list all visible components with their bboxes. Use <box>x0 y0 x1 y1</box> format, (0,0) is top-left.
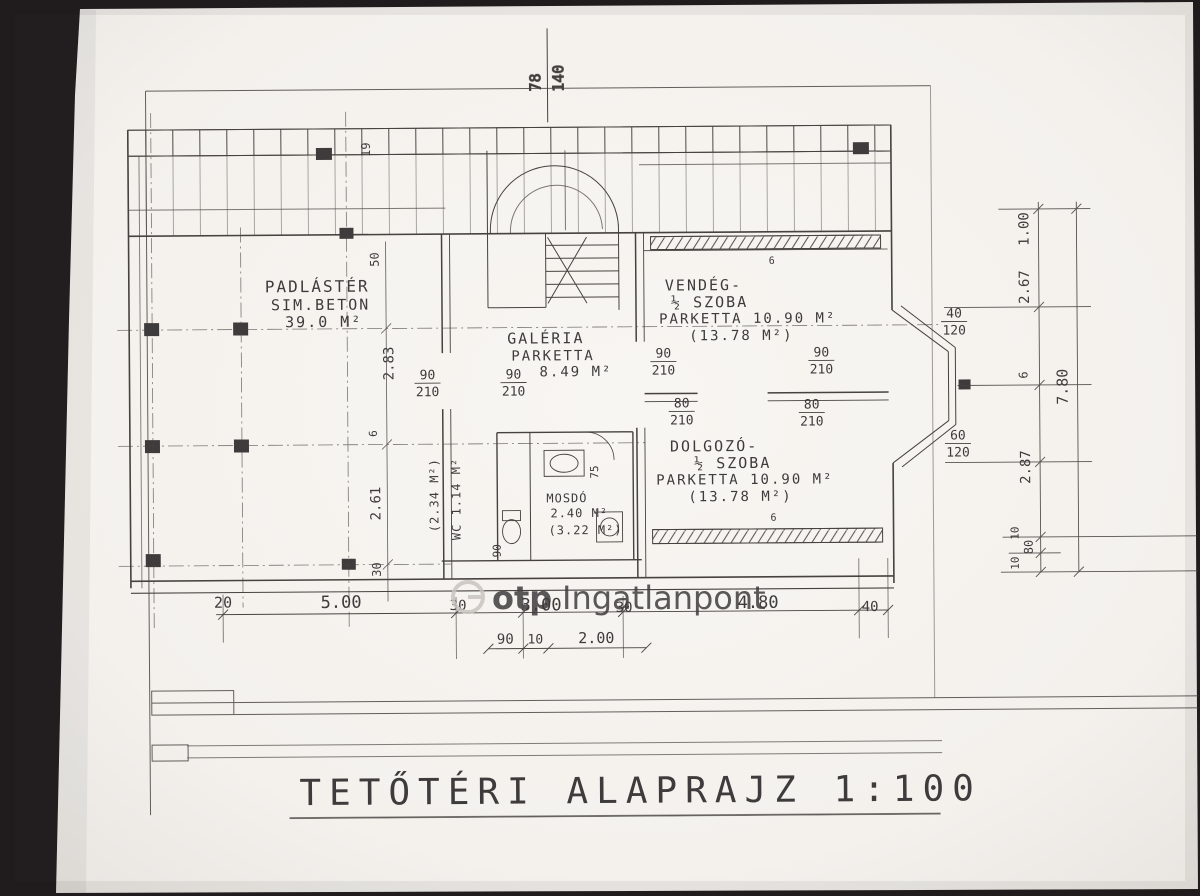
watermark-logo-icon <box>451 580 485 614</box>
dim-left-283: 2.83 <box>381 347 397 381</box>
plan-title: TETŐTÉRI ALAPRAJZ 1:100 <box>299 767 982 814</box>
door-dim-h: 210 <box>670 413 694 428</box>
dim-left-30: 30 <box>370 562 384 577</box>
dim-right-267: 2.67 <box>1017 270 1033 304</box>
structural-posts <box>144 142 869 570</box>
dim-bottom-40: 40 <box>862 599 879 615</box>
staircase <box>486 150 620 310</box>
room-label-padlaster-2: SIM.BETON <box>271 296 370 315</box>
dim-misc-75: 75 <box>588 465 601 478</box>
left-inner-dimension-labels: 50 2.83 6 2.61 30 19 75 90 6 6 <box>359 142 777 577</box>
door-dim-w: 80 <box>804 397 820 412</box>
dim-bottom-90: 90 <box>497 632 514 648</box>
room-label-galeria-2: PARKETTA <box>511 348 595 365</box>
right-dimension-labels: 1.00 2.67 6 2.87 10 80 10 7.80 <box>1009 212 1072 570</box>
dim-left-261: 2.61 <box>368 487 384 521</box>
interior-walls <box>440 232 889 580</box>
bottom-dimension-labels: 20 5.00 30 3.00 30 4.80 40 90 10 2.00 <box>214 593 879 648</box>
dim-left-50: 50 <box>368 252 382 267</box>
dim-right-287: 2.87 <box>1018 450 1034 484</box>
dim-bottom-500: 5.00 <box>321 593 362 613</box>
room-label-mosdo-3: (3.22 M²) <box>549 523 623 538</box>
top-dimension: 78 140 <box>526 28 568 123</box>
room-label-padlaster-1: PADLÁSTÉR <box>265 277 370 297</box>
door-dim-w: 80 <box>674 396 690 411</box>
room-label-vendeg-2: ½ SZOBA <box>671 293 748 312</box>
room-label-mosdo-2: 2.40 M² <box>550 506 608 520</box>
door-dim-h: 210 <box>416 385 440 400</box>
opening-dimensions: 90 210 90 210 90 210 90 210 80 210 80 21… <box>416 306 970 460</box>
dim-bottom-30b: 30 <box>616 600 633 616</box>
dim-misc-6a: 6 <box>769 256 775 267</box>
room-label-vendeg-3: PARKETTA 10.90 M² <box>659 310 836 327</box>
bay-window <box>891 305 971 468</box>
dim-roof-19: 19 <box>359 142 373 157</box>
sheet-frame <box>144 85 1199 820</box>
room-label-dolgozo-3: PARKETTA 10.90 M² <box>656 471 833 488</box>
door-dim-w: 90 <box>813 345 829 360</box>
window-dim-w: 60 <box>950 428 966 443</box>
room-label-wc-1: WC 1.14 M² <box>449 458 464 540</box>
centerlines <box>117 111 940 629</box>
window-dim-h: 120 <box>942 323 966 338</box>
dim-bottom-200: 2.00 <box>578 629 614 647</box>
watermark: otp Ingatlanpont <box>451 579 766 617</box>
room-label-galeria-1: GALÉRIA <box>507 328 584 348</box>
room-label-dolgozo-2: ½ SZOBA <box>694 454 771 473</box>
window-dim-h: 120 <box>946 445 970 460</box>
window-strips <box>650 234 884 545</box>
room-label-dolgozo-4: (13.78 M²) <box>688 489 792 506</box>
door-dim-w: 90 <box>420 368 436 383</box>
dim-right-100: 1.00 <box>1016 212 1032 246</box>
watermark-brand: otp <box>492 579 552 617</box>
outer-walls <box>126 124 895 594</box>
door-dim-h: 210 <box>800 414 824 429</box>
dim-left-6: 6 <box>367 430 380 437</box>
room-label-wc-2: (2.34 M²) <box>427 458 442 532</box>
dim-bottom-480: 4.80 <box>738 593 779 613</box>
door-dim-w: 90 <box>655 347 671 362</box>
room-labels: PADLÁSTÉR SIM.BETON 39.0 M² GALÉRIA PARK… <box>265 275 837 540</box>
bathroom-block <box>441 431 642 562</box>
boiler-fixture <box>595 511 624 543</box>
wc-fixture <box>501 510 521 522</box>
room-label-vendeg-4: (13.78 M²) <box>689 328 793 345</box>
room-label-padlaster-3: 39.0 M² <box>285 313 362 332</box>
door-dim-w: 90 <box>506 368 522 383</box>
dim-right-780: 7.80 <box>1053 369 1071 405</box>
right-dimension-chains <box>944 201 1198 578</box>
door-dim-h: 210 <box>652 363 676 378</box>
plan-drawing: 78 140 <box>117 28 1199 820</box>
room-label-dolgozo-1: DOLGOZÓ- <box>670 436 758 456</box>
room-label-mosdo-1: MOSDÓ <box>546 490 587 505</box>
dim-top-78: 78 <box>526 73 544 91</box>
watermark-suffix: Ingatlanpont <box>562 579 766 617</box>
paper-edge-shadow <box>56 9 96 893</box>
dim-bottom-10: 10 <box>527 632 543 647</box>
dim-misc-90: 90 <box>491 544 504 557</box>
dim-misc-6b: 6 <box>770 513 776 524</box>
window-dim-w: 40 <box>946 306 962 321</box>
dim-right-10a: 10 <box>1009 526 1022 539</box>
dim-right-10b: 10 <box>1009 556 1022 569</box>
dim-top-140: 140 <box>549 65 567 92</box>
room-label-vendeg-1: VENDÉG- <box>665 275 742 295</box>
left-inner-dimension-chain <box>380 241 394 602</box>
door-dim-h: 210 <box>502 385 526 400</box>
dim-right-80: 80 <box>1022 540 1036 555</box>
room-label-galeria-3: 8.49 M² <box>539 364 612 381</box>
dim-bottom-20: 20 <box>214 594 232 612</box>
door-dim-h: 210 <box>810 362 834 377</box>
dim-bottom-300: 3.00 <box>521 595 562 615</box>
opening-dimension-bars <box>414 320 971 445</box>
roof-hatch-band <box>127 124 892 238</box>
sink-fixture <box>543 449 585 477</box>
dim-right-6: 6 <box>1016 371 1030 378</box>
